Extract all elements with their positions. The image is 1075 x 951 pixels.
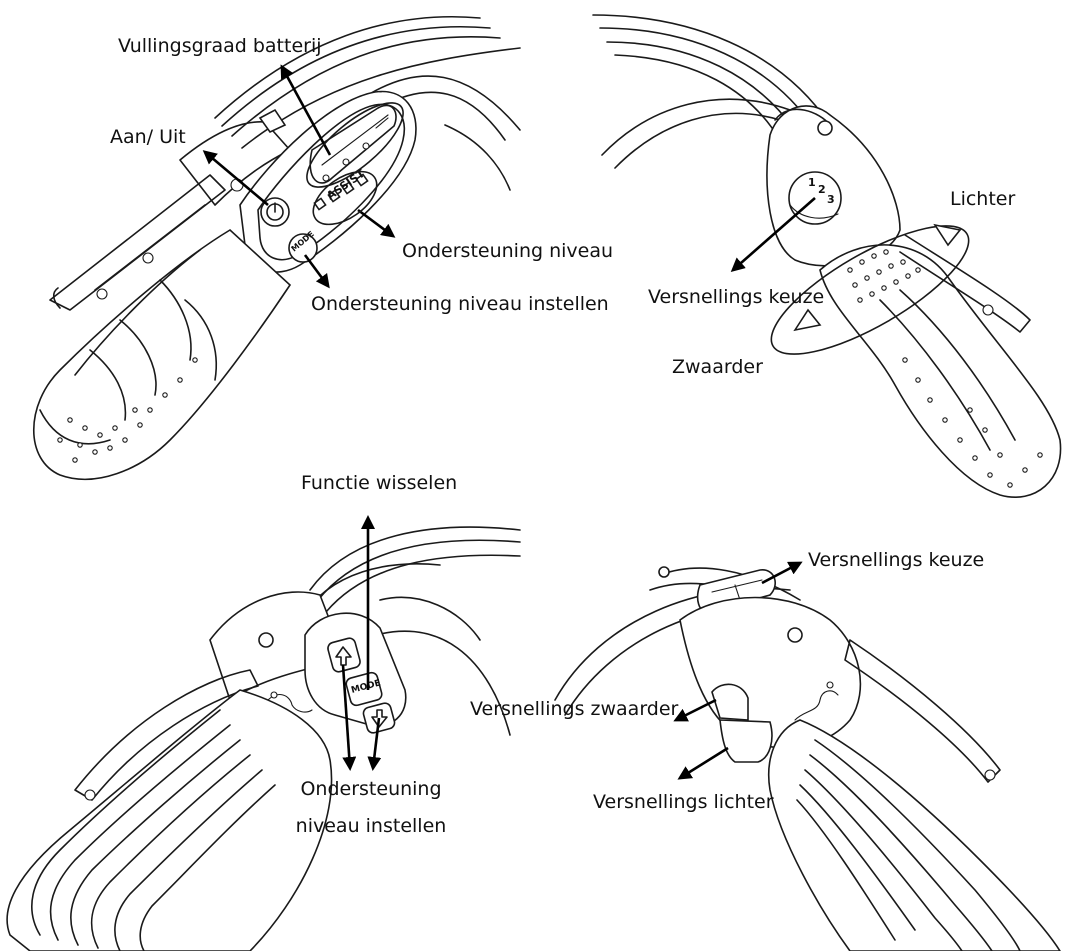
gear-number-3: 3 [827,193,835,206]
arrow-support-level [358,210,393,236]
bottom-left-handlebar: MODE [7,518,520,951]
label-support-level-set: Ondersteuning niveau instellen [311,293,609,315]
label-gear-lighter: Versnellings lichter [593,791,774,813]
gear-number-1: 1 [808,176,816,189]
shift-lever-lighter[interactable] [720,720,772,762]
arrow-gear-heavier [676,700,716,720]
label-gear-select-top: Versnellings keuze [648,286,824,308]
label-gear-select-bottom: Versnellings keuze [808,549,984,571]
label-power: Aan/ Uit [110,126,186,148]
gear-number-2: 2 [818,183,826,196]
top-right-handlebar: 1 2 3 [593,15,1061,497]
arrow-gear-lighter [680,748,728,778]
label-support-level: Ondersteuning niveau [402,240,613,262]
label-switch-function: Functie wisselen [301,472,457,494]
label-battery-level: Vullingsgraad batterij [118,35,322,57]
label-gear-heavier: Versnellings zwaarder [470,698,678,720]
label-lighter: Lichter [950,188,1015,210]
bottom-right-handlebar [555,563,1060,951]
label-support-set-line1: Ondersteuning [296,778,446,800]
label-heavier: Zwaarder [672,356,763,378]
arrow-support-set [305,255,328,286]
label-support-set-line2: niveau instellen [291,815,451,837]
